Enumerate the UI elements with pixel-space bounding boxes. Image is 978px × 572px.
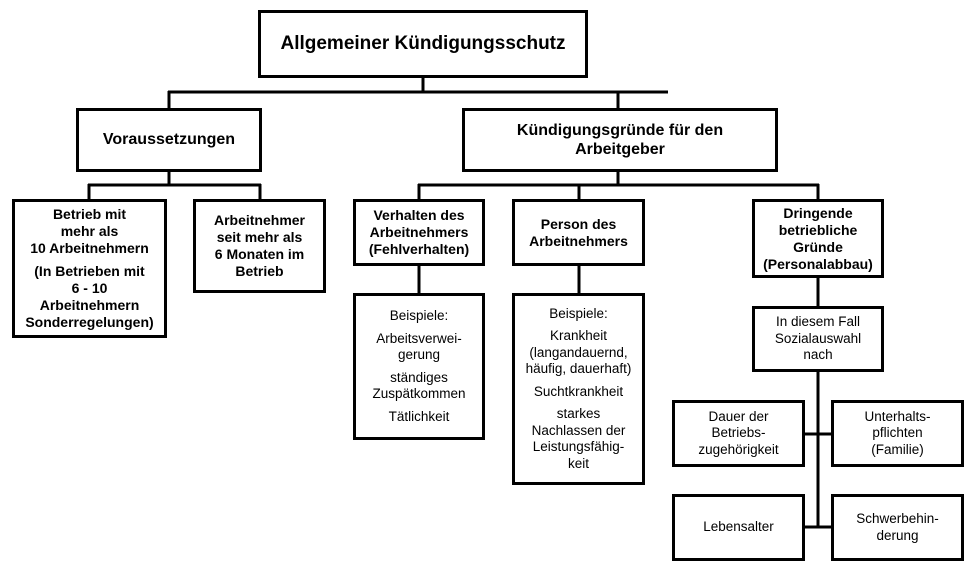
box-text: zugehörigkeit — [698, 441, 779, 457]
box-text: Arbeitnehmers — [529, 232, 628, 249]
box-text: pflichten — [872, 425, 923, 441]
box-text: 10 Arbeitnehmern — [30, 240, 149, 256]
example-text: starkes — [556, 406, 601, 422]
dauer-box: Dauer der Betriebs- zugehörigkeit — [672, 400, 805, 467]
person-examples-box: Beispiele: Krankheit (langandauernd, häu… — [512, 293, 645, 485]
box-text: Dringende — [783, 204, 853, 221]
box-text: Lebensalter — [703, 519, 774, 535]
examples-label: Beispiele: — [389, 308, 449, 323]
box-text: (Personalabbau) — [763, 255, 873, 272]
example-text: Krankheit — [549, 328, 608, 344]
box-text: Arbeitnehmern — [39, 297, 140, 313]
box-text: derung — [876, 527, 919, 543]
box-text: Kündigungsgründe für den — [516, 122, 724, 139]
root-box: Allgemeiner Kündigungsschutz — [258, 10, 588, 78]
example-text: ständiges — [390, 369, 448, 385]
person-box: Person des Arbeitnehmers — [512, 199, 645, 266]
box-text: betriebliche — [778, 221, 858, 238]
lebensalter-box: Lebensalter — [672, 494, 805, 561]
box-text: Arbeitnehmers — [369, 224, 469, 240]
verhalten-examples-box: Beispiele: Arbeitsverwei- gerung ständig… — [353, 293, 485, 440]
box-text: Sozialauswahl — [774, 330, 862, 346]
box-text: (Familie) — [871, 441, 924, 457]
root-title: Allgemeiner Kündigungsschutz — [280, 33, 566, 54]
example-text: gerung — [397, 347, 441, 362]
betriebliche-gruende-box: Dringende betriebliche Gründe (Personala… — [752, 199, 884, 278]
box-text: Dauer der — [708, 408, 769, 424]
box-text: Verhalten des — [373, 207, 465, 223]
example-text: Arbeitsverwei- — [376, 330, 462, 346]
example-text: Nachlassen der — [531, 422, 626, 438]
box-text: (In Betrieben mit — [34, 263, 145, 279]
example-text: keit — [567, 455, 589, 471]
sozialauswahl-box: In diesem Fall Sozialauswahl nach — [752, 306, 884, 372]
examples-label: Beispiele: — [549, 305, 608, 321]
example-text: Zuspätkommen — [372, 386, 466, 401]
box-text: Arbeitnehmer — [213, 212, 306, 228]
box-text: Betriebs- — [711, 425, 766, 441]
box-text: Schwerbehin- — [856, 511, 939, 526]
unterhalt-box: Unterhalts- pflichten (Familie) — [831, 400, 964, 467]
box-text: Sonderregelungen) — [25, 314, 154, 330]
box-text: 6 - 10 — [71, 280, 108, 296]
box-text: Arbeitgeber — [575, 141, 665, 158]
example-text: (langandauernd, — [529, 344, 628, 360]
box-text: Betrieb mit — [52, 206, 127, 222]
box-text: 6 Monaten im — [214, 246, 305, 262]
box-text: Betrieb — [235, 263, 284, 279]
betrieb-box: Betrieb mit mehr als 10 Arbeitnehmern (I… — [12, 199, 167, 338]
box-text: In diesem Fall — [775, 314, 861, 330]
kuendigungsgruende-box: Kündigungsgründe für den Arbeitgeber — [462, 108, 778, 172]
example-text: Suchtkrankheit — [533, 383, 624, 399]
box-text: Unterhalts- — [864, 408, 931, 424]
example-text: Leistungsfähig- — [532, 439, 625, 455]
example-text: Tätlichkeit — [388, 408, 450, 424]
box-text: mehr als — [60, 223, 119, 239]
example-text: häufig, dauerhaft) — [525, 361, 632, 377]
voraussetzungen-title: Voraussetzungen — [102, 131, 236, 148]
schwerbehinderung-box: Schwerbehin- derung — [831, 494, 964, 561]
verhalten-box: Verhalten des Arbeitnehmers (Fehlverhalt… — [353, 199, 485, 266]
box-text: Person des — [540, 215, 617, 232]
box-text: Gründe — [793, 238, 843, 255]
arbeitnehmer-box: Arbeitnehmer seit mehr als 6 Monaten im … — [193, 199, 326, 293]
box-text: (Fehlverhalten) — [368, 241, 470, 257]
box-text: nach — [803, 347, 833, 363]
box-text: seit mehr als — [216, 229, 303, 245]
voraussetzungen-box: Voraussetzungen — [76, 108, 262, 172]
